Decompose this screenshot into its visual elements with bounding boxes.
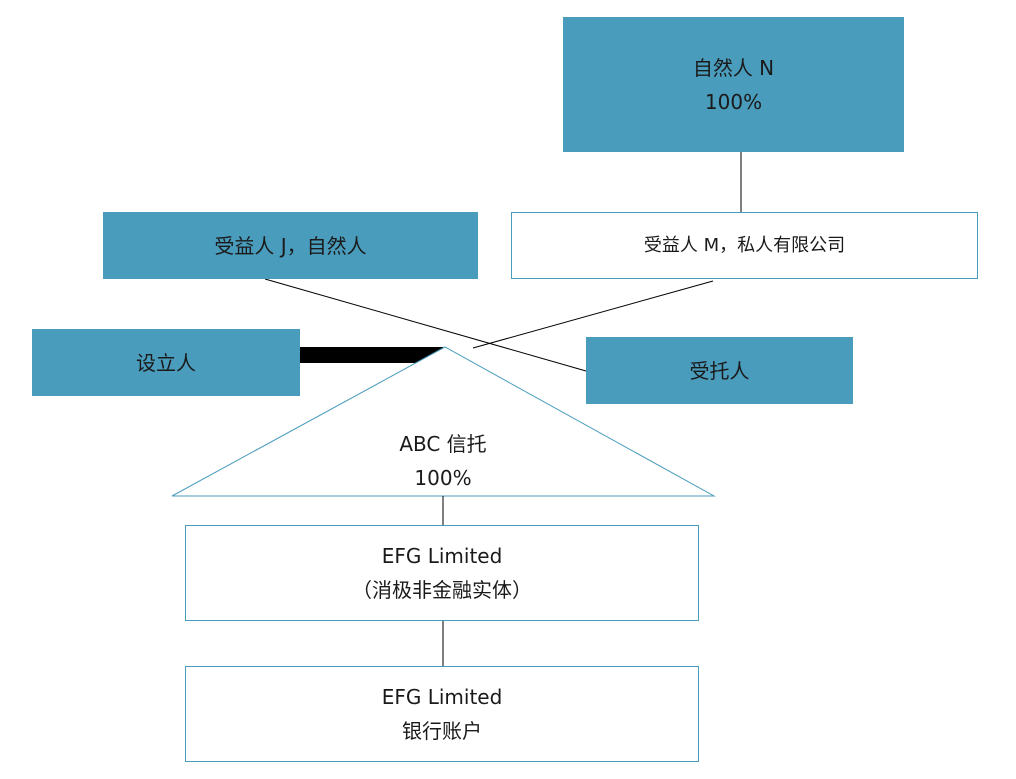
node-beneficiary-m: 受益人 M，私人有限公司 xyxy=(511,212,978,279)
node-efg-entity: EFG Limited （消极非金融实体） xyxy=(185,525,699,621)
node-trust: ABC 信托 100% xyxy=(343,426,543,496)
node-beneficiary-j: 受益人 J，自然人 xyxy=(103,212,478,279)
node-efg-account: EFG Limited 银行账户 xyxy=(185,666,699,762)
node-person-n-pct: 100% xyxy=(704,89,763,114)
node-person-n-name: 自然人 N xyxy=(692,55,775,80)
node-person-n: 自然人 N 100% xyxy=(563,17,904,152)
node-efg-account-desc: 银行账户 xyxy=(402,719,482,743)
node-efg-entity-desc: （消极非金融实体） xyxy=(352,578,532,602)
node-trust-pct: 100% xyxy=(414,466,472,490)
connector-j-trustee xyxy=(264,278,587,372)
node-settlor: 设立人 xyxy=(32,329,300,396)
node-trust-name: ABC 信托 xyxy=(399,432,487,456)
connector-m-center xyxy=(472,280,714,349)
node-beneficiary-m-name: 受益人 M，私人有限公司 xyxy=(643,234,846,256)
node-trustee: 受托人 xyxy=(586,337,853,404)
node-beneficiary-j-name: 受益人 J，自然人 xyxy=(214,233,367,258)
node-efg-entity-name: EFG Limited xyxy=(381,544,503,568)
node-efg-account-name: EFG Limited xyxy=(381,685,503,709)
node-trustee-name: 受托人 xyxy=(689,358,750,383)
settlor-bar xyxy=(299,347,443,363)
node-settlor-name: 设立人 xyxy=(136,350,196,375)
